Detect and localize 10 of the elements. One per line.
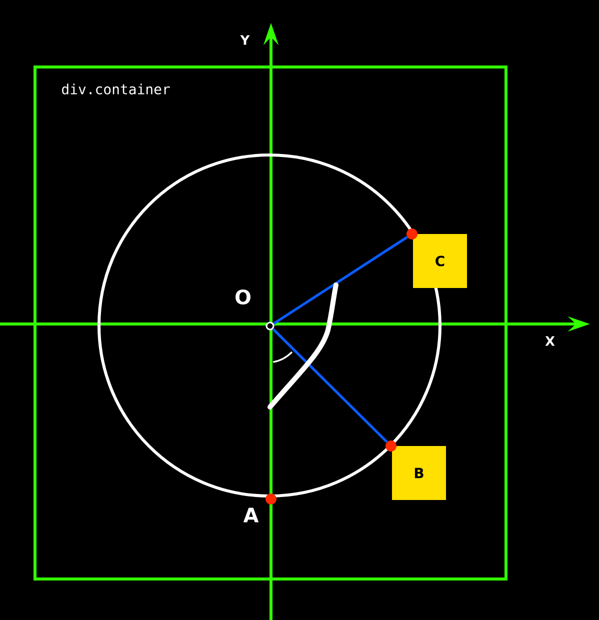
point-dot	[386, 440, 396, 452]
point-dot	[406, 228, 418, 240]
axis-label: X	[545, 336, 555, 346]
label-box: B	[392, 446, 446, 500]
label-box: C	[413, 234, 467, 288]
radius-line	[272, 328, 388, 443]
point-label: A	[243, 508, 259, 522]
radius-line	[272, 236, 408, 325]
axis-label: Y	[240, 35, 250, 45]
point-label: O	[236, 289, 250, 305]
